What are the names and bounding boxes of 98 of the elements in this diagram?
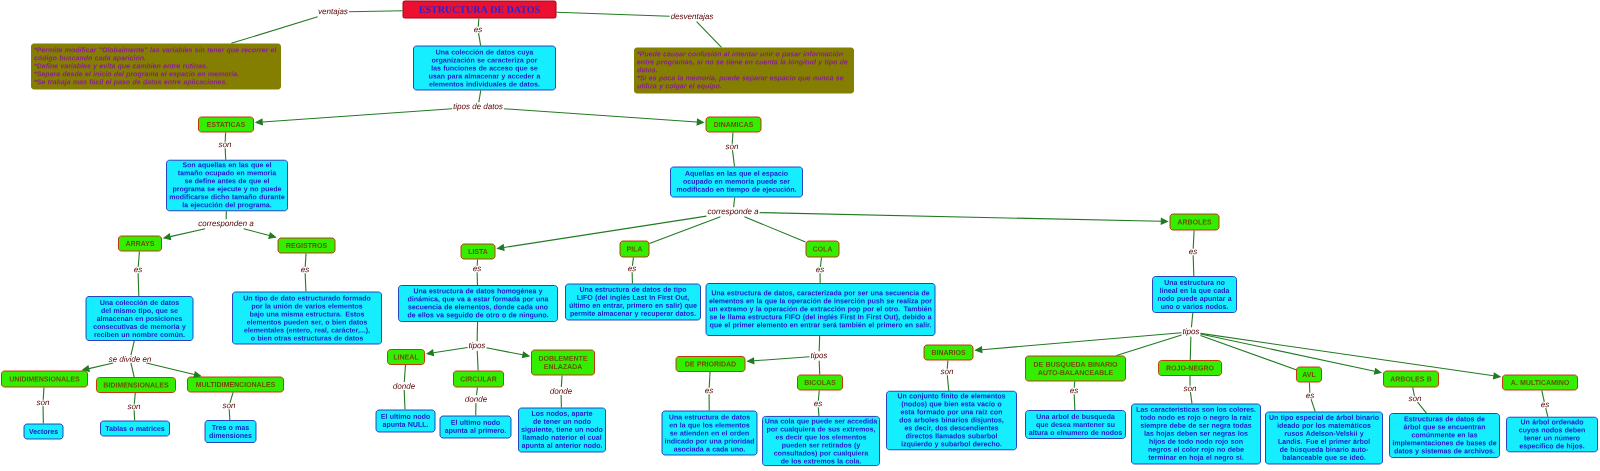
connector-line xyxy=(1189,391,1193,405)
linking-phrase: es xyxy=(705,388,714,394)
connector-line xyxy=(1189,336,1192,361)
linking-phrase: son xyxy=(940,369,954,375)
linking-phrase: son xyxy=(1408,396,1422,402)
linking-phrase: es xyxy=(816,267,825,273)
connector-line xyxy=(403,364,406,383)
linking-phrase: tipos xyxy=(1182,328,1200,336)
connector-line xyxy=(819,272,821,284)
connector-line xyxy=(946,374,950,392)
connector-line xyxy=(403,389,406,411)
connector-line xyxy=(133,409,136,422)
linking-phrase: es xyxy=(1070,388,1079,394)
connector-line xyxy=(304,252,307,268)
connector-line xyxy=(560,374,563,388)
connector-line xyxy=(1545,407,1549,418)
linking-phrase: donde xyxy=(393,383,415,389)
connector-line xyxy=(229,391,234,404)
linking-phrase: es xyxy=(301,267,310,273)
connector-line xyxy=(228,408,231,421)
linking-phrase: es xyxy=(473,266,482,272)
connector-line xyxy=(476,350,479,372)
linking-phrase: corresponden a xyxy=(198,220,254,228)
linking-phrase: son xyxy=(222,403,236,409)
connector-line xyxy=(631,271,633,285)
linking-phrase: tipos xyxy=(468,342,486,350)
connector-line xyxy=(348,10,404,13)
connector-line xyxy=(731,131,734,145)
connector-line xyxy=(230,16,319,44)
connector-line xyxy=(631,256,634,267)
connector-line xyxy=(1192,254,1195,277)
connector-line xyxy=(1073,393,1076,411)
connector-line xyxy=(818,335,821,352)
connector-line xyxy=(133,392,136,405)
connector-line xyxy=(1308,381,1311,394)
connector-line xyxy=(560,394,562,409)
connector-line xyxy=(478,32,482,47)
connector-line xyxy=(818,360,821,376)
connector-line xyxy=(743,216,807,243)
linking-phrase: son xyxy=(725,144,739,150)
connector-line xyxy=(137,272,140,297)
connector-line xyxy=(696,21,723,48)
connector-line xyxy=(1417,401,1427,414)
linking-phrase: desventajas xyxy=(670,13,714,21)
linking-phrase: son xyxy=(127,404,141,410)
connector-line xyxy=(1190,312,1194,328)
connector-line xyxy=(817,406,820,417)
linking-phrase: es xyxy=(134,267,143,273)
connector-line xyxy=(225,210,227,220)
connector-line xyxy=(1189,375,1191,387)
connector-line xyxy=(555,11,671,17)
connector-line xyxy=(478,89,482,103)
connector-line xyxy=(476,258,479,267)
connector-line xyxy=(708,371,711,389)
connector-line xyxy=(1541,389,1545,403)
connector-line xyxy=(475,402,477,417)
linking-phrase: ventajas xyxy=(318,8,348,16)
connector-line xyxy=(817,389,820,402)
connector-line xyxy=(477,17,480,28)
connector-line xyxy=(130,340,135,356)
connector-line xyxy=(475,386,478,396)
linking-phrase: son xyxy=(1183,386,1197,392)
connector-line xyxy=(224,131,227,143)
connector-line xyxy=(708,393,710,412)
connector-line xyxy=(946,359,949,370)
linking-phrase: son xyxy=(218,142,232,148)
connector-line xyxy=(731,149,736,168)
connector-line xyxy=(1115,334,1183,357)
linking-phrase: donde xyxy=(465,396,487,402)
connector-line xyxy=(648,216,721,244)
linking-phrase: es xyxy=(628,266,637,272)
linking-phrase: es xyxy=(1306,393,1315,399)
linking-phrase: se divide en xyxy=(108,356,151,362)
linking-phrase: es xyxy=(1541,402,1550,408)
connector-line xyxy=(476,271,479,286)
linking-phrase: donde xyxy=(550,388,572,394)
connector-line xyxy=(130,362,135,378)
connector-line xyxy=(304,272,307,293)
linking-phrase: tipos xyxy=(810,352,828,360)
connector-line xyxy=(42,386,45,401)
connector-line xyxy=(1199,334,1297,371)
linking-phrase: corresponde a xyxy=(707,208,759,216)
connector-line xyxy=(476,321,479,342)
linking-phrase: es xyxy=(814,401,823,407)
connector-line xyxy=(137,250,140,268)
linking-phrase: es xyxy=(474,27,483,33)
connector-line xyxy=(819,256,823,268)
connector-line xyxy=(224,147,227,161)
linking-phrase: es xyxy=(1189,249,1198,255)
connector-line xyxy=(733,196,736,208)
connector-line xyxy=(1192,229,1195,250)
connector-line xyxy=(1073,380,1076,389)
title-box: ESTRUCTURA DE DATOS xyxy=(402,0,557,19)
connector-line xyxy=(1412,386,1415,397)
connector-line xyxy=(42,405,44,425)
linking-phrase: son xyxy=(36,400,50,406)
linking-phrase: tipos de datos xyxy=(453,103,503,111)
connector-line xyxy=(1310,398,1316,413)
